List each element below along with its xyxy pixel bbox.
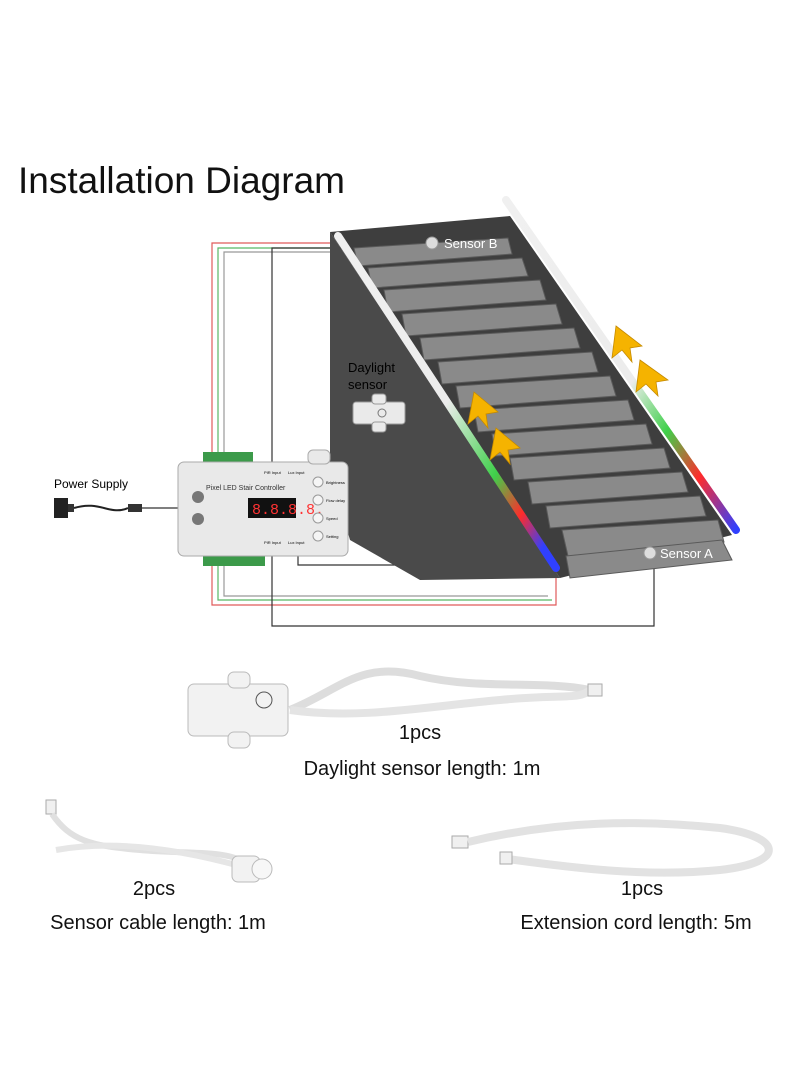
daylight-sensor-unit [352, 393, 406, 433]
staircase [330, 216, 733, 580]
page-title: Installation Diagram [18, 160, 345, 201]
btn-setting: Setting [326, 534, 338, 539]
btn-brightness: Brightness [326, 480, 345, 485]
sensor-cable-caption: Sensor cable length: 1m [50, 912, 266, 934]
extension-caption: Extension cord length: 5m [520, 912, 752, 934]
power-supply-label: Power Supply [54, 477, 128, 491]
port-pir-top: PIR Input [264, 470, 282, 475]
port-pir-bottom: PIR Input [264, 540, 282, 545]
btn-speed: Speed [326, 516, 338, 521]
port-lux-bottom: Lux Input [288, 540, 305, 545]
extension-qty: 1pcs [620, 878, 664, 900]
sensor-b-dot [425, 236, 439, 250]
daylight-sensor-label-2: sensor [348, 377, 388, 392]
wiring [140, 242, 655, 627]
led-strip-right [502, 196, 740, 534]
daylight-qty: 1pcs [398, 722, 442, 744]
extension-cord-product [451, 819, 773, 877]
stair-controller: Pixel LED Stair Controller 8.8.8.8. Brig… [177, 449, 349, 566]
sensor-b-label: Sensor B [444, 236, 497, 251]
stair-steps [353, 237, 733, 579]
sensor-cable-qty: 2pcs [132, 878, 176, 900]
btn-flow-delay: Flow delay [326, 498, 345, 503]
port-lux-top: Lux Input [288, 470, 305, 475]
led-strip-left [334, 232, 560, 572]
daylight-sensor-label-1: Daylight [348, 360, 395, 375]
power-adapter-icon [54, 498, 142, 518]
controller-display: 8.8.8.8. [252, 502, 324, 519]
controller-name: Pixel LED Stair Controller [206, 485, 286, 492]
sensor-a-label: Sensor A [660, 546, 713, 561]
sensor-a-dot [643, 546, 657, 560]
daylight-caption: Daylight sensor length: 1m [303, 758, 541, 780]
daylight-sensor-product [187, 667, 603, 749]
sensor-cable-product [45, 799, 273, 883]
motion-arrows-icon [467, 325, 670, 466]
